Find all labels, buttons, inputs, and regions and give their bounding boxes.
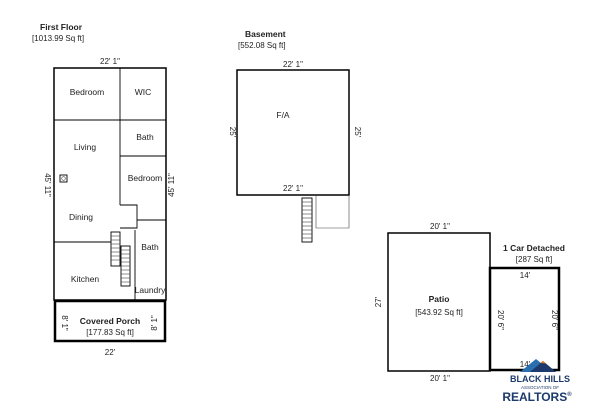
covered-porch-right-dim: 8' 1": [150, 315, 159, 331]
room-bedroom-1: Bedroom: [70, 87, 105, 97]
basement-right-dim: 25': [353, 127, 362, 138]
patio-bottom-dim: 20' 1": [430, 374, 450, 383]
garage-right-dim: 20' 6": [550, 310, 559, 330]
garage-area: [287 Sq ft]: [516, 255, 552, 264]
mountain-icon: [520, 359, 556, 372]
room-laundry: Laundry: [135, 285, 166, 295]
first-floor-area: [1013.99 Sq ft]: [32, 34, 84, 43]
basement-left-dim: 25': [228, 127, 237, 138]
room-bath-1: Bath: [136, 132, 154, 142]
covered-porch-outline: [53, 299, 167, 343]
first-floor-left-dim: 45' 11": [43, 173, 52, 197]
covered-porch-bottom-dim: 22': [105, 348, 116, 357]
basement-title: Basement: [245, 29, 286, 39]
patio-area: [543.92 Sq ft]: [415, 308, 463, 317]
garage-title: 1 Car Detached: [503, 243, 565, 253]
patio: 20' 1" Patio [543.92 Sq ft] 27' 20' 1": [374, 222, 491, 383]
room-living: Living: [74, 142, 96, 152]
covered-porch-title: Covered Porch: [80, 316, 140, 326]
first-floor-right-dim: 45' 11": [167, 173, 176, 197]
black-hills-realtors-logo: BLACK HILLS ASSOCIATION OF REALTORS®: [502, 359, 572, 404]
stove-icon: [59, 174, 68, 183]
garage-top-dim: 14': [520, 271, 531, 280]
basement: Basement [552.08 Sq ft] 22' 1" F/A 25' 2…: [228, 29, 362, 243]
patio-left-dim: 27': [374, 296, 383, 307]
basement-outline: [236, 69, 350, 196]
covered-porch-area: [177.83 Sq ft]: [86, 328, 134, 337]
garage-left-dim: 20' 6": [496, 310, 505, 330]
basement-stairs: [301, 195, 350, 243]
garage-bottom-dim: 14': [520, 360, 531, 369]
room-wic: WIC: [135, 87, 152, 97]
covered-porch: Covered Porch [177.83 Sq ft] 8' 1" 8' 1"…: [53, 299, 167, 357]
room-kitchen: Kitchen: [71, 274, 100, 284]
covered-porch-left-dim: 8' 1": [60, 315, 69, 331]
garage: 1 Car Detached [287 Sq ft] 14' 20' 6" 20…: [488, 243, 565, 372]
room-fa: F/A: [276, 110, 290, 120]
logo-line-2: ASSOCIATION OF: [521, 385, 559, 390]
room-bath-2: Bath: [141, 242, 159, 252]
first-floor: First Floor [1013.99 Sq ft] 22' 1" 45' 1…: [32, 22, 176, 301]
logo-line-1: BLACK HILLS: [510, 374, 570, 384]
wall-closet: [120, 204, 138, 229]
patio-top-dim: 20' 1": [430, 222, 450, 231]
basement-area: [552.08 Sq ft]: [238, 41, 286, 50]
first-floor-top-dim: 22' 1": [100, 57, 120, 66]
first-floor-stairs: [110, 231, 131, 287]
basement-bottom-dim: 22' 1": [283, 184, 303, 193]
room-bedroom-2: Bedroom: [128, 173, 163, 183]
basement-top-dim: 22' 1": [283, 60, 303, 69]
patio-title: Patio: [429, 294, 450, 304]
logo-line-3-text: REALTORS: [502, 390, 567, 404]
logo-reg-mark: ®: [567, 391, 572, 398]
first-floor-title: First Floor: [40, 22, 83, 32]
logo-line-3: REALTORS®: [502, 390, 572, 404]
room-dining: Dining: [69, 212, 93, 222]
first-floor-outline: [53, 67, 167, 301]
